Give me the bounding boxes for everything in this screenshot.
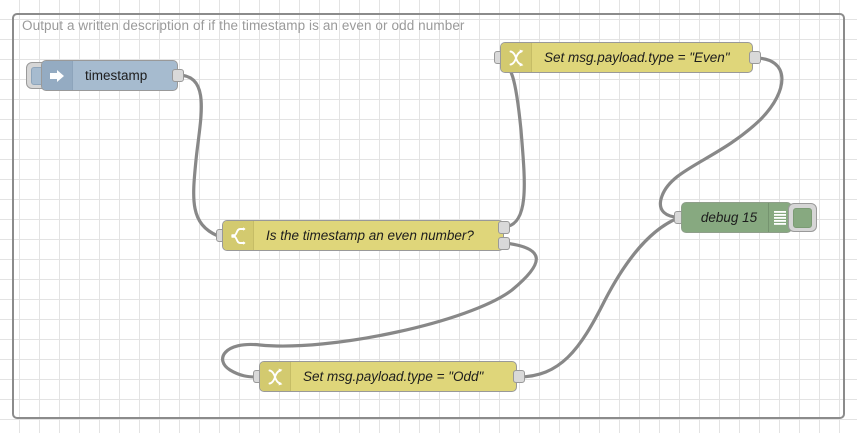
node-switch-label: Is the timestamp an even number? <box>266 228 474 243</box>
debug-button-inner <box>793 207 812 228</box>
wire-change-odd-to-debug[interactable] <box>516 216 680 379</box>
node-change-even[interactable]: Set msg.payload.type = "Even" <box>500 42 753 73</box>
node-debug-label: debug 15 <box>700 210 758 225</box>
debug-node-button[interactable] <box>788 203 817 232</box>
node-switch[interactable]: Is the timestamp an even number? <box>222 220 504 251</box>
port-change-even-output-0[interactable] <box>749 51 761 64</box>
port-change-odd-output-0[interactable] <box>513 370 525 383</box>
wire-change-even-to-debug[interactable] <box>658 56 784 219</box>
debug-lines-icon <box>768 203 791 232</box>
switch-fork-icon <box>223 221 254 250</box>
node-debug[interactable]: debug 15 <box>681 202 792 233</box>
change-swap-icon <box>260 362 291 391</box>
node-change-odd[interactable]: Set msg.payload.type = "Odd" <box>259 361 517 392</box>
node-inject[interactable]: timestamp <box>41 60 178 91</box>
wire-inject-to-switch[interactable] <box>176 73 220 238</box>
node-group-box[interactable] <box>12 13 845 419</box>
wire-switch-to-change-even[interactable] <box>494 55 526 229</box>
port-switch-output-1[interactable] <box>498 237 510 250</box>
node-change-odd-label: Set msg.payload.type = "Odd" <box>303 369 484 384</box>
port-switch-output-0[interactable] <box>498 221 510 234</box>
change-swap-icon <box>501 43 532 72</box>
node-group-title: Output a written description of if the t… <box>22 18 465 33</box>
port-inject-output-0[interactable] <box>172 69 184 82</box>
node-change-even-label: Set msg.payload.type = "Even" <box>544 50 730 65</box>
node-inject-label: timestamp <box>85 68 148 83</box>
wire-switch-to-change-odd[interactable] <box>221 241 538 379</box>
inject-arrow-icon <box>42 61 73 90</box>
